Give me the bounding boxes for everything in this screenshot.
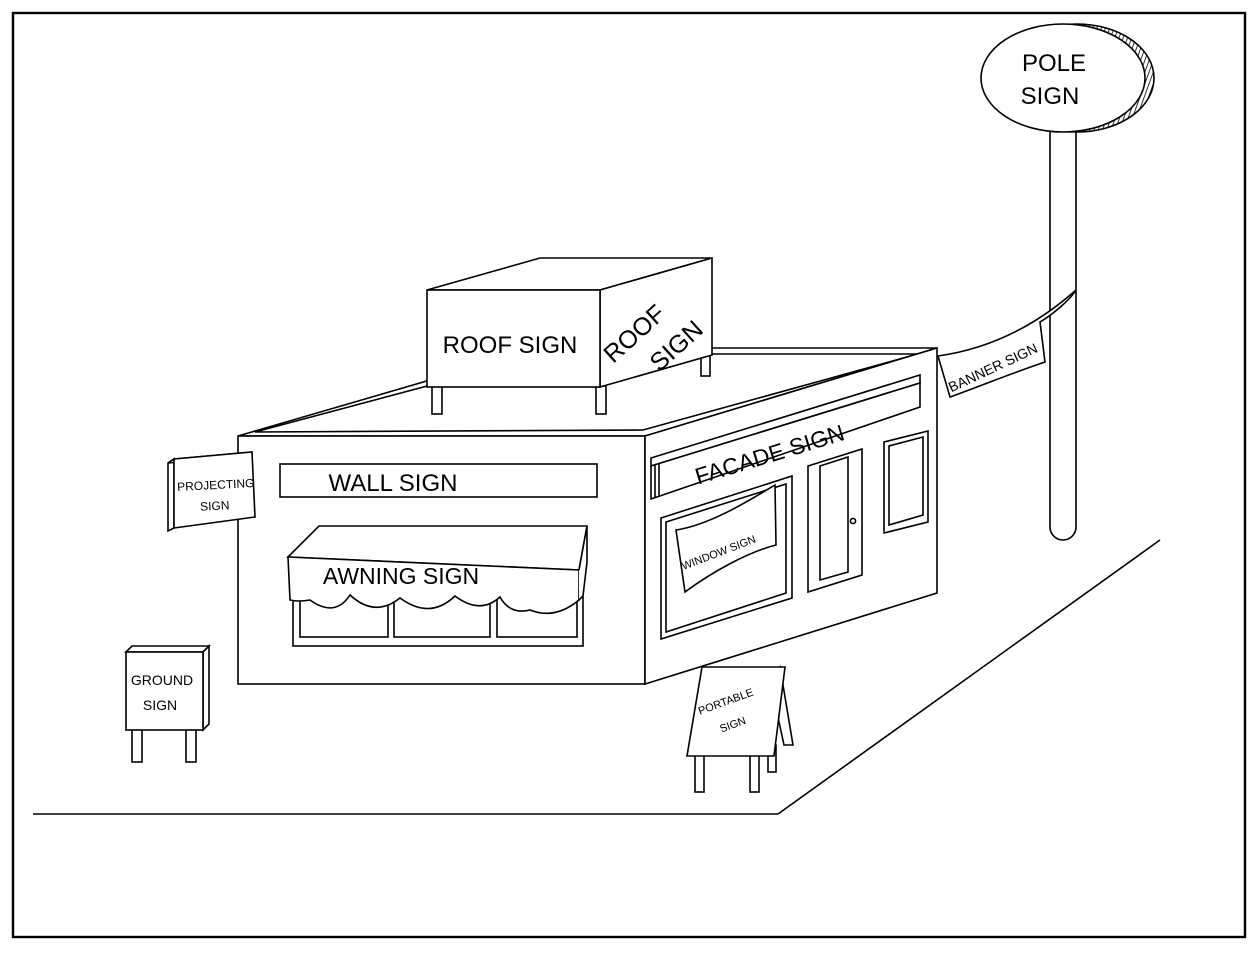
side-door (807, 447, 863, 594)
pole-sign: POLE SIGN (980, 23, 1155, 541)
ground-sign-label-line1: GROUND (131, 672, 193, 688)
pole-sign-label-line2: SIGN (1021, 83, 1080, 110)
roof-sign-front-label: ROOF SIGN (443, 332, 578, 359)
side-window: WINDOW SIGN (660, 474, 793, 641)
wall-sign: WALL SIGN (279, 463, 598, 498)
awning-sign-label: AWNING SIGN (323, 563, 479, 589)
diagram-frame (11, 11, 1247, 939)
ground-sign-label-line2: SIGN (143, 697, 177, 713)
pole-sign-label-line1: POLE (1022, 50, 1086, 77)
ground-sign: GROUND SIGN (124, 644, 211, 763)
projecting-sign-label-line2: SIGN (200, 498, 230, 514)
portable-sign: PORTABLE SIGN (686, 665, 794, 793)
projecting-sign: PROJECTING SIGN (167, 451, 256, 533)
projecting-sign-label-line1: PROJECTING (177, 476, 255, 494)
roof-sign: ROOF SIGN ROOF SIGN (426, 256, 713, 415)
awning-sign: AWNING SIGN (286, 525, 588, 615)
street-lines (33, 539, 1161, 815)
window-sign (675, 483, 777, 594)
wall-sign-label: WALL SIGN (329, 470, 458, 497)
door-knob (849, 517, 857, 525)
side-window-far (883, 429, 929, 535)
